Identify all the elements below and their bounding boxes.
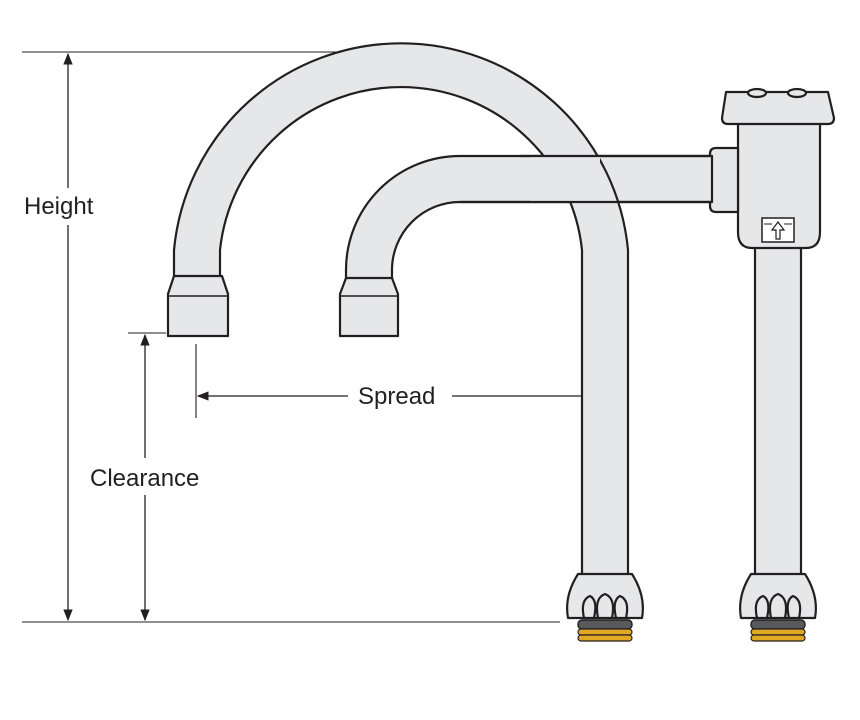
- cap-screw-left: [746, 87, 768, 99]
- valve-connector: [708, 146, 740, 214]
- cap-screw-right: [786, 87, 808, 99]
- right-base-gold-ring-2: [750, 634, 806, 642]
- left-base-gold-ring-2: [577, 634, 633, 642]
- left-base-dark-ring: [577, 619, 633, 630]
- short-spout-nozzle: [338, 276, 400, 338]
- tall-spout-pipe: [172, 42, 630, 590]
- tall-spout: [166, 42, 712, 590]
- tall-spout-nozzle: [166, 274, 230, 338]
- short-spout-pipe: [344, 154, 714, 284]
- left-base-gold-ring: [577, 628, 633, 636]
- spread-label: Spread: [358, 383, 435, 410]
- right-base: [739, 572, 817, 642]
- short-spout: [338, 154, 714, 338]
- clearance-label: Clearance: [90, 465, 199, 492]
- left-base-flange: [566, 572, 644, 620]
- riser-pipe: [753, 238, 803, 592]
- right-base-gold-ring: [750, 628, 806, 636]
- short-spout-crossing: [530, 156, 600, 202]
- right-base-dark-ring: [750, 619, 806, 630]
- left-base: [566, 572, 644, 642]
- valve-cap: [720, 90, 836, 126]
- valve-body: [736, 120, 822, 250]
- height-label: Height: [24, 193, 94, 220]
- valve-riser: [708, 87, 836, 592]
- right-base-flange: [739, 572, 817, 620]
- dimension-lines: [22, 51, 605, 623]
- arrow-up-icon: [770, 221, 786, 240]
